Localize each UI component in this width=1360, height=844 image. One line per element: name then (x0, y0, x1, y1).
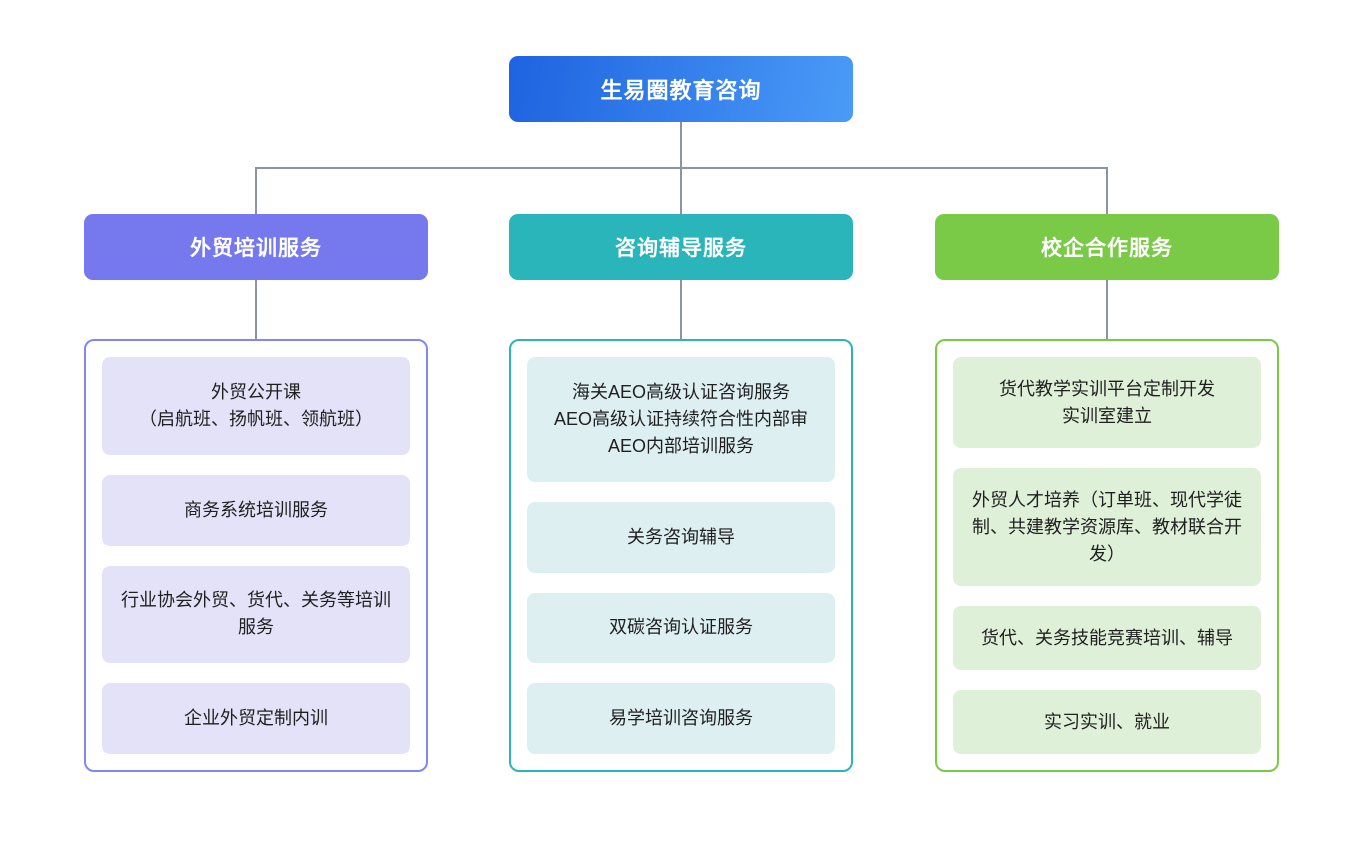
service-item[interactable]: 实习实训、就业 (953, 690, 1261, 754)
branch-header-label: 外贸培训服务 (190, 237, 322, 260)
connector-line (1106, 280, 1108, 340)
service-item[interactable]: 企业外贸定制内训 (102, 683, 410, 754)
root-node-label: 生易圈教育咨询 (600, 78, 762, 103)
branch-header-school-enterprise-cooperation[interactable]: 校企合作服务 (935, 214, 1279, 280)
branch-panel: 货代教学实训平台定制开发 实训室建立 外贸人才培养（订单班、现代学徒制、共建教学… (935, 339, 1279, 772)
service-item[interactable]: 双碳咨询认证服务 (527, 592, 835, 664)
connector-line (680, 167, 682, 215)
root-node[interactable]: 生易圈教育咨询 (509, 56, 853, 122)
branch-panel: 外贸公开课 （启航班、扬帆班、领航班） 商务系统培训服务 行业协会外贸、货代、关… (84, 339, 428, 772)
connector-line (680, 121, 682, 168)
branch-header-foreign-trade-training[interactable]: 外贸培训服务 (84, 214, 428, 280)
service-item[interactable]: 商务系统培训服务 (102, 474, 410, 546)
branch-panel: 海关AEO高级认证咨询服务 AEO高级认证持续符合性内部审 AEO内部培训服务 … (509, 339, 853, 772)
branch-consulting-coaching: 咨询辅导服务 海关AEO高级认证咨询服务 AEO高级认证持续符合性内部审 AEO… (509, 214, 853, 772)
service-item[interactable]: 易学培训咨询服务 (527, 683, 835, 754)
service-item[interactable]: 货代、关务技能竞赛培训、辅导 (953, 606, 1261, 670)
branch-school-enterprise-cooperation: 校企合作服务 货代教学实训平台定制开发 实训室建立 外贸人才培养（订单班、现代学… (935, 214, 1279, 772)
branch-foreign-trade-training: 外贸培训服务 外贸公开课 （启航班、扬帆班、领航班） 商务系统培训服务 行业协会… (84, 214, 428, 772)
service-item[interactable]: 外贸人才培养（订单班、现代学徒制、共建教学资源库、教材联合开发） (953, 468, 1261, 586)
branch-header-label: 校企合作服务 (1041, 237, 1173, 260)
connector-line (680, 280, 682, 340)
service-item[interactable]: 外贸公开课 （启航班、扬帆班、领航班） (102, 357, 410, 455)
service-item[interactable]: 海关AEO高级认证咨询服务 AEO高级认证持续符合性内部审 AEO内部培训服务 (527, 357, 835, 482)
service-item[interactable]: 货代教学实训平台定制开发 实训室建立 (953, 357, 1261, 448)
branch-header-consulting-coaching[interactable]: 咨询辅导服务 (509, 214, 853, 280)
branch-header-label: 咨询辅导服务 (615, 237, 747, 260)
service-item[interactable]: 关务咨询辅导 (527, 501, 835, 573)
service-item[interactable]: 行业协会外贸、货代、关务等培训服务 (102, 565, 410, 664)
connector-line (255, 167, 257, 215)
connector-line (1106, 167, 1108, 215)
connector-line (255, 280, 257, 340)
